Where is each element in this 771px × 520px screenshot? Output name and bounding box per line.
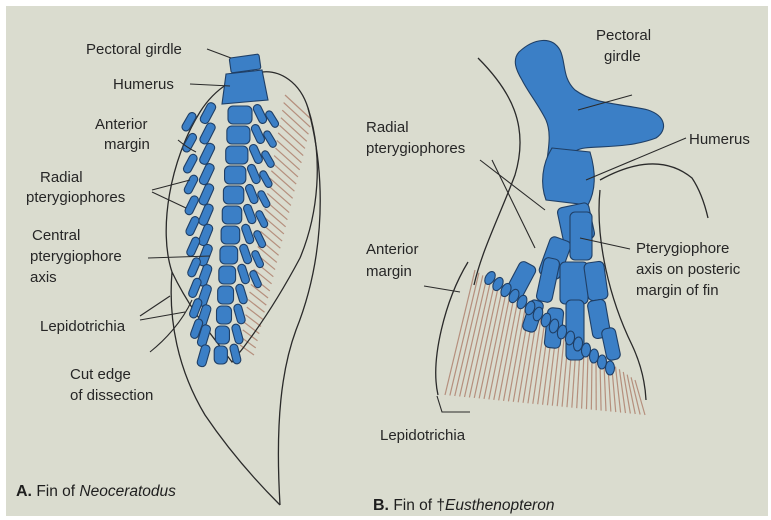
label-a-central-3: axis	[30, 269, 57, 286]
fin-ray	[274, 156, 298, 177]
central-axis-segment	[226, 146, 248, 164]
label-b-axis-2: axis on posteric	[636, 261, 741, 278]
central-axis-segment	[217, 306, 232, 324]
label-b-pectoral-1: Pectoral	[596, 27, 651, 44]
label-b-lepidotrichia: Lepidotrichia	[380, 427, 466, 444]
fin-ray	[273, 163, 296, 184]
central-axis-segment	[219, 266, 236, 284]
label-a-central-1: Central	[32, 227, 80, 244]
radial-pterygiophore	[231, 323, 244, 344]
radial-pterygiophore	[235, 283, 248, 304]
radial-pterygiophore	[237, 263, 251, 284]
central-axis-segment	[214, 346, 227, 364]
label-b-anterior-1: Anterior	[366, 241, 419, 258]
central-axis-segment	[225, 166, 246, 184]
central-axis-segment	[215, 326, 229, 344]
radial-nodule	[606, 361, 615, 375]
radial-pterygiophore	[198, 183, 215, 207]
pterygiophore-bone	[570, 212, 592, 260]
label-b-anterior-2: margin	[366, 263, 412, 280]
caption-a-letter: A.	[16, 483, 32, 500]
radial-pterygiophore	[239, 243, 253, 265]
radial-pterygiophore	[183, 174, 199, 195]
caption-a-text: Fin of	[36, 483, 79, 500]
radial-pterygiophore	[241, 223, 255, 245]
caption-b-letter: B.	[373, 497, 389, 514]
radial-pterygiophore	[185, 215, 201, 237]
fin-ray	[270, 178, 293, 198]
pterygiophore-bone	[536, 257, 561, 303]
fin-ray	[504, 302, 522, 401]
fin-ray	[271, 171, 294, 191]
figure-a-labels: Pectoral girdle Humerus Anterior margin …	[16, 41, 182, 500]
fin-ray	[445, 270, 475, 395]
label-a-central-2: pterygiophore	[30, 248, 122, 265]
label-b-radial-1: Radial	[366, 119, 409, 136]
caption-b-text: Fin of †	[393, 497, 445, 514]
label-b-axis-3: margin of fin	[636, 282, 719, 299]
figure-b-eusthenopteron	[436, 40, 708, 415]
fin-ray	[269, 186, 291, 206]
caption-a: A. Fin of Neoceratodus	[16, 483, 176, 500]
label-a-pectoral-girdle: Pectoral girdle	[86, 41, 182, 58]
label-a-lepidotrichia: Lepidotrichia	[40, 318, 126, 335]
fin-ray	[277, 140, 302, 162]
figure-b-anterior-margin-line	[436, 262, 468, 395]
label-a-cut-edge-1: Cut edge	[70, 366, 131, 383]
fin-ray	[474, 286, 498, 398]
radial-pterygiophore	[257, 190, 272, 209]
figure-a-humerus	[222, 70, 268, 104]
radial-pterygiophore	[249, 269, 263, 288]
figure-b-skeleton	[483, 40, 664, 375]
fin-ray	[484, 291, 506, 398]
label-a-radial-2: pterygiophores	[26, 189, 125, 206]
label-b-pectoral-2: girdle	[604, 48, 641, 65]
radial-pterygiophore	[242, 203, 257, 225]
radial-pterygiophore	[182, 153, 198, 174]
label-b-axis-1: Pterygiophore	[636, 240, 729, 257]
radial-pterygiophore	[197, 223, 214, 247]
radial-pterygiophore	[199, 122, 217, 146]
label-a-anterior-margin-2: margin	[104, 136, 150, 153]
figure-a-skeleton	[181, 54, 280, 368]
caption-a-genus: Neoceratodus	[79, 483, 176, 500]
radial-pterygiophore	[186, 236, 201, 258]
fin-ray	[267, 193, 289, 212]
central-axis-segment	[221, 226, 240, 244]
fin-ray	[479, 289, 502, 399]
label-a-humerus: Humerus	[113, 76, 174, 93]
fin-ray	[275, 148, 299, 170]
figure-b-posterior-line	[600, 164, 708, 218]
figure-a-neoceratodus	[166, 54, 320, 505]
radial-pterygiophore	[198, 162, 215, 186]
radial-pterygiophore	[253, 229, 267, 248]
label-b-radial-2: pterygiophores	[366, 140, 465, 157]
figure-a-cut-edge	[278, 108, 320, 505]
central-axis-segment	[220, 246, 238, 264]
radial-pterygiophore	[198, 142, 216, 166]
label-a-radial-1: Radial	[40, 169, 83, 186]
figure-b-humerus	[543, 148, 595, 205]
radial-pterygiophore	[233, 303, 246, 324]
radial-pterygiophore	[184, 195, 200, 216]
central-axis-segment	[222, 206, 242, 224]
central-axis-segment	[227, 126, 250, 144]
central-axis-segment	[218, 286, 234, 304]
radial-pterygiophore	[186, 257, 201, 279]
label-a-anterior-margin-1: Anterior	[95, 116, 148, 133]
label-a-cut-edge-2: of dissection	[70, 387, 153, 404]
caption-b-genus: Eusthenopteron	[445, 497, 554, 514]
central-axis-segment	[223, 186, 243, 204]
caption-b: B. Fin of †Eusthenopteron	[373, 497, 554, 514]
figure-b-pectoral-girdle	[515, 40, 663, 168]
radial-pterygiophore	[199, 101, 217, 125]
radial-pterygiophore	[196, 344, 211, 368]
label-b-humerus: Humerus	[689, 131, 750, 148]
fin-ray	[508, 305, 525, 401]
central-axis-segment	[228, 106, 252, 124]
radial-pterygiophore	[198, 203, 215, 227]
fin-ray	[627, 375, 635, 414]
